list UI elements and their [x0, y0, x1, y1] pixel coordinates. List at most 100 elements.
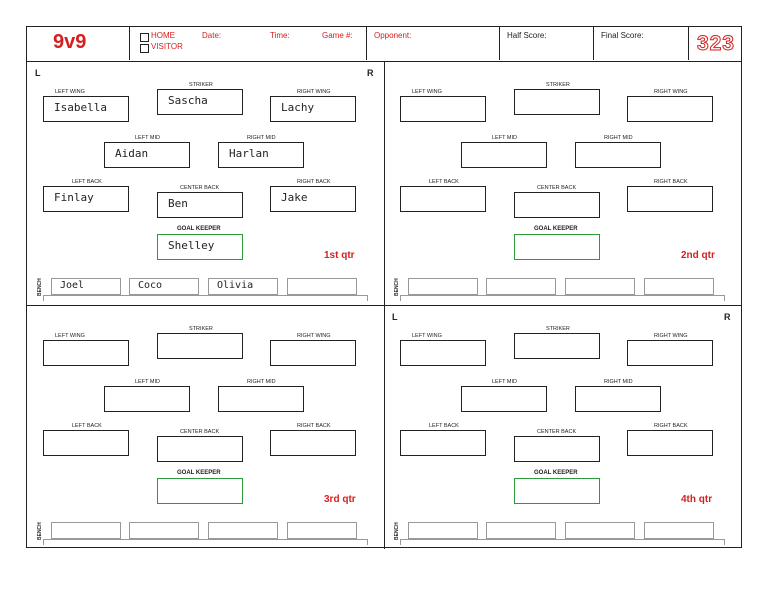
goal-keeper-slot[interactable]: Shelley: [157, 234, 243, 260]
bench-slot[interactable]: [287, 522, 357, 539]
right-mid-slot[interactable]: Harlan: [218, 142, 304, 168]
center-back-label: CENTER BACK: [537, 429, 577, 435]
striker-slot[interactable]: [514, 333, 600, 359]
bench-player-name: Coco: [138, 280, 163, 291]
match-info-cell: HOME VISITOR Date: Time: Game #:: [130, 27, 367, 60]
player-name: Shelley: [168, 239, 215, 252]
right-back-slot[interactable]: [627, 430, 713, 456]
player-name: Aidan: [115, 147, 149, 160]
visitor-checkbox[interactable]: [140, 44, 149, 53]
center-back-slot[interactable]: [514, 436, 600, 462]
bench-slot[interactable]: [408, 278, 478, 295]
right-back-label: RIGHT BACK: [654, 179, 688, 185]
left-wing-slot[interactable]: [400, 340, 486, 366]
bench-slot[interactable]: [565, 522, 635, 539]
right-wing-slot[interactable]: [627, 96, 713, 122]
bench-slot[interactable]: [486, 278, 556, 295]
right-back-label: RIGHT BACK: [654, 423, 688, 429]
right-mid-label: RIGHT MID: [247, 379, 276, 385]
left-wing-label: LEFT WING: [55, 89, 85, 95]
left-mid-label: LEFT MID: [135, 135, 160, 141]
right-wing-label: RIGHT WING: [654, 89, 688, 95]
half-score-cell: Half Score:: [500, 27, 594, 60]
player-name: Finlay: [54, 191, 94, 204]
bench-slot[interactable]: [129, 522, 199, 539]
left-back-slot[interactable]: Finlay: [43, 186, 129, 212]
right-mid-label: RIGHT MID: [604, 135, 633, 141]
goal-keeper-label: GOAL KEEPER: [177, 470, 221, 476]
player-name: Isabella: [54, 101, 107, 114]
center-back-label: CENTER BACK: [537, 185, 577, 191]
striker-slot[interactable]: Sascha: [157, 89, 243, 115]
bench-slot[interactable]: [644, 522, 714, 539]
date-label: Date:: [202, 31, 222, 40]
bench-slot[interactable]: [486, 522, 556, 539]
bench-slot[interactable]: [51, 522, 121, 539]
left-mid-slot[interactable]: [104, 386, 190, 412]
bench-slot[interactable]: [208, 522, 278, 539]
final-score-label: Final Score:: [601, 31, 644, 40]
left-mid-label: LEFT MID: [492, 135, 517, 141]
center-back-slot[interactable]: [514, 192, 600, 218]
left-wing-slot[interactable]: [43, 340, 129, 366]
striker-label: STRIKER: [189, 82, 213, 88]
center-back-label: CENTER BACK: [180, 429, 220, 435]
bench-slot[interactable]: Joel: [51, 278, 121, 295]
left-back-label: LEFT BACK: [72, 179, 102, 185]
right-back-slot[interactable]: Jake: [270, 186, 356, 212]
right-wing-slot[interactable]: Lachy: [270, 96, 356, 122]
left-mid-label: LEFT MID: [492, 379, 517, 385]
striker-label: STRIKER: [546, 326, 570, 332]
right-mid-slot[interactable]: [575, 142, 661, 168]
sheet-number: 323: [696, 32, 735, 56]
center-back-label: CENTER BACK: [180, 185, 220, 191]
left-mid-slot[interactable]: [461, 142, 547, 168]
left-back-slot[interactable]: [400, 430, 486, 456]
right-side-marker: R: [367, 68, 374, 78]
left-wing-label: LEFT WING: [412, 333, 442, 339]
bench-label: BENCH: [37, 522, 43, 540]
player-name: Lachy: [281, 101, 315, 114]
player-name: Sascha: [168, 94, 208, 107]
bench-slot[interactable]: [565, 278, 635, 295]
goal-keeper-slot[interactable]: [157, 478, 243, 504]
center-back-slot[interactable]: [157, 436, 243, 462]
right-mid-slot[interactable]: [218, 386, 304, 412]
left-back-slot[interactable]: [43, 430, 129, 456]
bench-slot[interactable]: [287, 278, 357, 295]
left-back-slot[interactable]: [400, 186, 486, 212]
center-back-slot[interactable]: Ben: [157, 192, 243, 218]
right-mid-slot[interactable]: [575, 386, 661, 412]
goal-keeper-label: GOAL KEEPER: [534, 226, 578, 232]
format-title: 9v9: [53, 31, 87, 53]
quarter-label: 2nd qtr: [681, 250, 715, 261]
left-mid-slot[interactable]: Aidan: [104, 142, 190, 168]
striker-slot[interactable]: [514, 89, 600, 115]
left-mid-slot[interactable]: [461, 386, 547, 412]
quarter-label: 3rd qtr: [324, 494, 356, 505]
goal-keeper-slot[interactable]: [514, 478, 600, 504]
left-wing-slot[interactable]: Isabella: [43, 96, 129, 122]
right-wing-slot[interactable]: [270, 340, 356, 366]
striker-slot[interactable]: [157, 333, 243, 359]
right-back-slot[interactable]: [627, 186, 713, 212]
player-name: Jake: [281, 191, 308, 204]
bench-slot[interactable]: [408, 522, 478, 539]
bench-player-name: Olivia: [217, 280, 254, 291]
right-wing-slot[interactable]: [627, 340, 713, 366]
home-checkbox[interactable]: [140, 33, 149, 42]
left-side-marker: L: [35, 68, 41, 78]
left-wing-slot[interactable]: [400, 96, 486, 122]
goal-keeper-slot[interactable]: [514, 234, 600, 260]
bench-slot[interactable]: Coco: [129, 278, 199, 295]
left-back-label: LEFT BACK: [429, 423, 459, 429]
bench-slot[interactable]: Olivia: [208, 278, 278, 295]
right-mid-label: RIGHT MID: [247, 135, 276, 141]
left-wing-label: LEFT WING: [55, 333, 85, 339]
bench-slot[interactable]: [644, 278, 714, 295]
left-back-label: LEFT BACK: [72, 423, 102, 429]
striker-label: STRIKER: [546, 82, 570, 88]
right-back-slot[interactable]: [270, 430, 356, 456]
